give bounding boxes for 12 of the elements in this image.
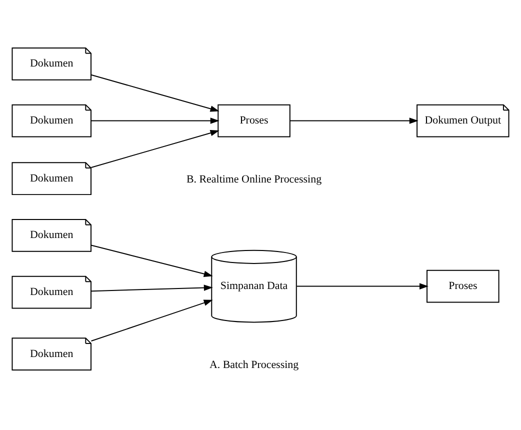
label: B. Realtime Online Processing	[186, 172, 322, 185]
arrow	[90, 284, 213, 292]
node-box: Proses	[426, 269, 500, 302]
arrow	[90, 244, 213, 276]
label: A. Batch Processing	[209, 358, 299, 370]
arrow	[90, 299, 213, 342]
arrow	[296, 282, 428, 289]
node-box: Proses	[218, 104, 290, 137]
arrow	[90, 129, 220, 168]
arrow	[290, 117, 418, 124]
arrow	[90, 117, 220, 124]
arrow	[90, 74, 220, 112]
